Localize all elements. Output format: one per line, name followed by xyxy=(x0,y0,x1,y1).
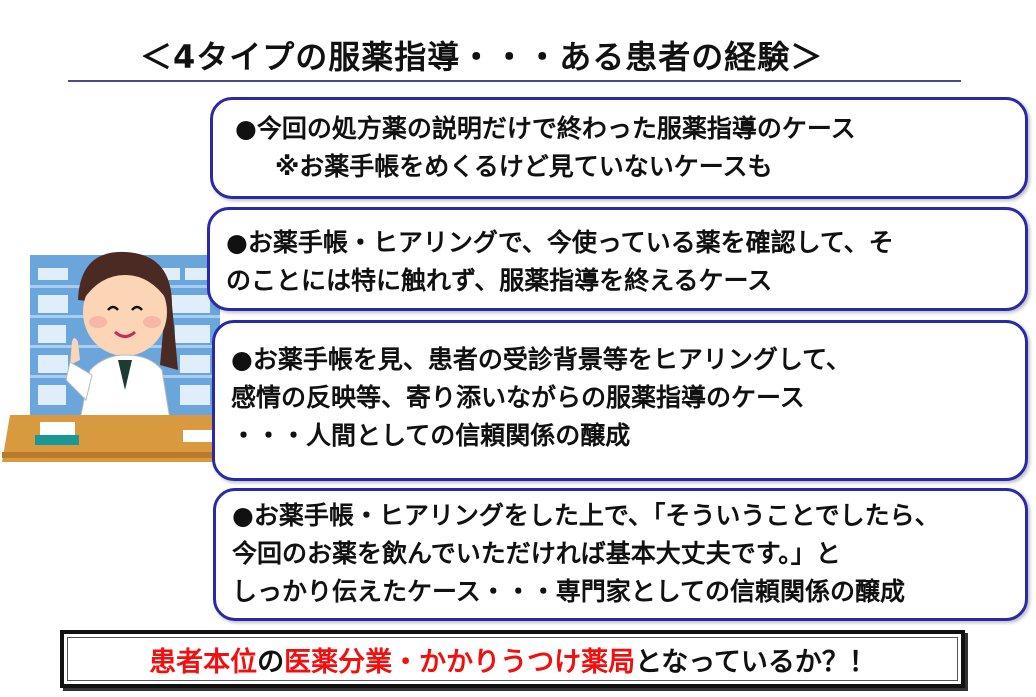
conclusion-emphasis-2: 医薬分業・かかりうつけ薬局 xyxy=(284,646,636,678)
case-1-line-2: ※お薬手帳をめくるけど見ていないケースも xyxy=(275,152,773,181)
case-4-line-2: 今回のお薬を飲んでいただければ基本大丈夫です。」と xyxy=(232,539,841,568)
case-box-1: ●今回の処方薬の説明だけで終わった服薬指導のケース ※お薬手帳をめくるけど見てい… xyxy=(210,97,1028,199)
case-2-line-1: ●お薬手帳・ヒアリングで、今使っている薬を確認して、そ xyxy=(226,228,894,257)
case-box-4: ●お薬手帳・ヒアリングをした上で、「そういうことでしたら、 今回のお薬を飲んでい… xyxy=(213,488,1028,621)
pharmacist-illustration xyxy=(2,251,230,462)
case-4-line-1: ●お薬手帳・ヒアリングをした上で、「そういうことでしたら、 xyxy=(232,501,940,530)
case-4-line-3: しっかり伝えたケース・・・専門家としての信頼関係の醸成 xyxy=(232,577,906,606)
conclusion-box: 患者本位 の 医薬分業・かかりうつけ薬局 となっているか？！ xyxy=(60,630,965,688)
conclusion-text-2: となっているか？！ xyxy=(635,646,876,678)
case-3-line-2: 感情の反映等、寄り添いながらの服薬指導のケース xyxy=(231,383,805,412)
case-1-line-1: ●今回の処方薬の説明だけで終わった服薬指導のケース xyxy=(235,114,856,143)
slide-title: ＜4タイプの服薬指導・・・ある患者の経験＞ xyxy=(140,38,824,76)
conclusion-emphasis-1: 患者本位 xyxy=(149,646,258,678)
case-3-line-1: ●お薬手帳を見、患者の受診背景等をヒアリングして、 xyxy=(231,345,851,374)
case-box-2: ●お薬手帳・ヒアリングで、今使っている薬を確認して、そ のことには特に触れず、服… xyxy=(207,207,1028,311)
title-underline xyxy=(68,80,961,82)
case-2-line-2: のことには特に触れず、服薬指導を終えるケース xyxy=(226,266,773,295)
conclusion-text-1: の xyxy=(257,646,285,678)
case-3-line-3: ・・・人間としての信頼関係の醸成 xyxy=(231,421,631,450)
case-box-3: ●お薬手帳を見、患者の受診背景等をヒアリングして、 感情の反映等、寄り添いながら… xyxy=(212,320,1028,481)
